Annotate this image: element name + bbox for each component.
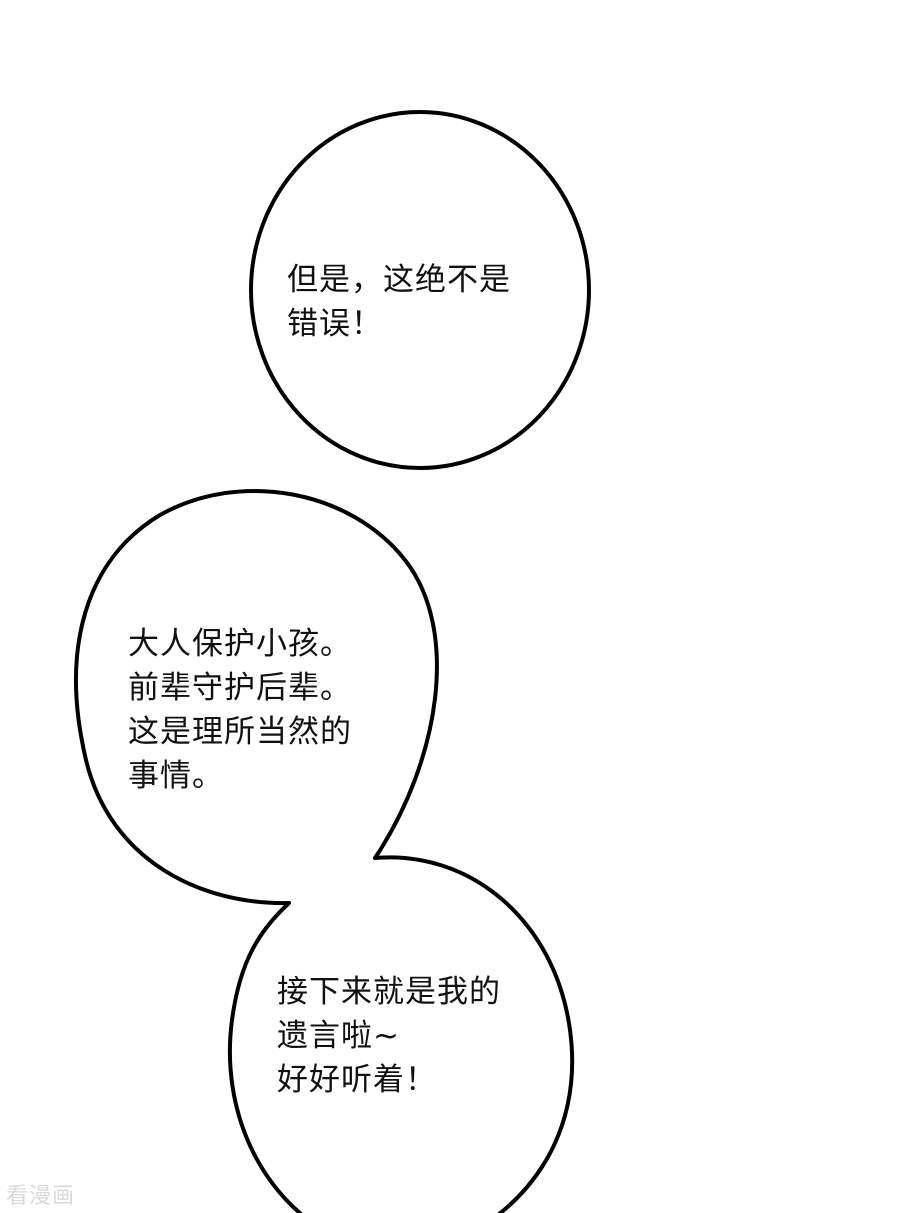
speech-bubble-2 [76,490,437,904]
speech-bubble-2-text: 大人保护小孩。 前辈守护后辈。 这是理所当然的 事情。 [128,622,352,798]
watermark: 看漫画 [6,1184,76,1209]
dialogue-line: 这是理所当然的 [128,714,352,750]
speech-bubble-3-outline [373,855,575,1213]
dialogue-line: 前辈守护后辈。 [128,670,352,706]
dialogue-line: 错误！ [287,306,383,342]
dialogue-line: 但是，这绝不是 [287,262,511,298]
speech-bubble-1-text: 但是，这绝不是 错误！ [287,258,511,346]
speech-bubble-2-outline [74,489,439,906]
dialogue-line: 遗言啦~ [277,1018,400,1054]
dialogue-line: 接下来就是我的 [277,974,501,1010]
dialogue-line: 大人保护小孩。 [128,626,352,662]
dialogue-line: 好好听着！ [277,1062,437,1098]
speech-bubble-3-outline-left [227,901,303,1213]
speech-bubble-3 [229,857,573,1213]
speech-bubble-1 [249,110,591,470]
dialogue-line: 事情。 [128,758,224,794]
speech-bubble-3-text: 接下来就是我的 遗言啦~ 好好听着！ [277,970,501,1102]
